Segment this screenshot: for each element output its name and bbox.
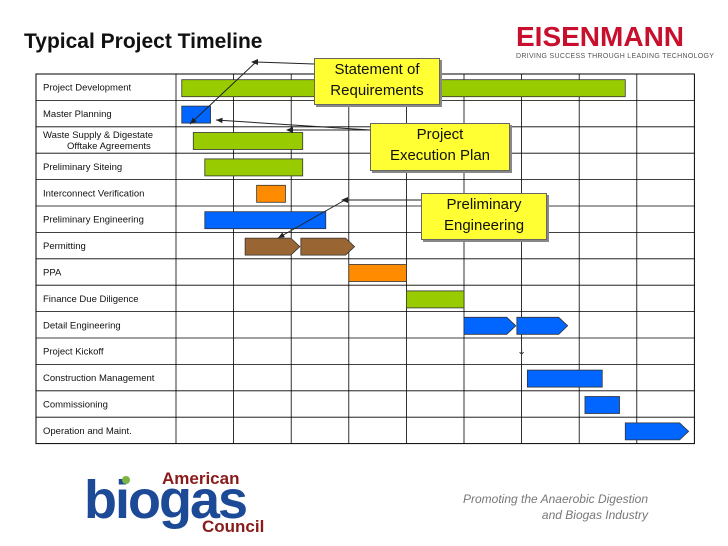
task-bar [181,105,211,124]
task-label: Finance Due Diligence [43,294,139,305]
callout-line: Requirements [330,82,424,99]
callout-line: Statement of [334,61,420,78]
task-arrow [516,316,569,335]
footer-tagline-line: and Biogas Industry [541,508,648,522]
task-bar [584,396,620,414]
task-milestone [519,348,524,355]
task-label: Offtake Agreements [67,141,151,152]
callout-connector-head [286,127,293,133]
callout-connector [277,199,346,239]
task-bar [204,211,327,230]
brand-tagline: DRIVING SUCCESS THROUGH LEADING TECHNOLO… [516,53,715,60]
task-label: Project Kickoff [43,347,104,358]
eisenmann-logo: EISENMANN DRIVING SUCCESS THROUGH LEADIN… [516,21,716,61]
logo-council-text: Council [202,517,265,536]
callout-line: Engineering [443,217,525,234]
american-biogas-council-logo: biogas American Council [84,462,274,542]
task-arrow [300,237,356,256]
page-title: Typical Project Timeline [24,30,263,53]
task-label: Commissioning [43,400,108,411]
task-label: Project Development [43,83,132,94]
task-label: Construction Management [43,373,155,384]
footer-tagline: Promoting the Anaerobic Digestion and Bi… [448,491,648,523]
logo-dot [122,476,130,484]
task-bar [348,264,407,282]
task-label: Permitting [43,241,86,252]
brand-name: EISENMANN [516,21,685,52]
task-bar [204,158,304,177]
task-arrow [244,237,301,256]
callout-connector-head [278,232,285,238]
task-arrow [463,316,517,335]
task-label: Preliminary Siteing [43,162,122,173]
task-bar [405,290,465,309]
callout-connector [189,61,257,125]
task-label: Interconnect Verification [43,188,144,199]
callout-statement-of-requirements: Statement of Requirements [314,58,440,105]
callout-connector [215,119,371,131]
task-bar [526,369,603,388]
task-label: Detail Engineering [43,320,121,331]
task-bar [192,132,304,150]
callout-connector [255,61,315,65]
task-label: Operation and Maint. [43,426,132,437]
logo-american-text: American [162,469,240,488]
task-arrow [624,422,690,441]
callout-line: Execution Plan [389,147,491,164]
footer-tagline-line: Promoting the Anaerobic Digestion [463,492,648,506]
task-label: Master Planning [43,109,112,120]
callout-line: Preliminary [446,196,522,213]
task-bar [256,184,286,203]
task-label: PPA [43,268,62,279]
logo-biogas-text: biogas [84,470,248,530]
task-label: Preliminary Engineering [43,215,144,226]
callout-connector-head [251,59,258,65]
task-label: Waste Supply & Digestate [43,130,153,141]
callout-preliminary-engineering: Preliminary Engineering [421,193,547,240]
callout-connector-head [216,117,223,124]
callout-project-execution-plan: Project Execution Plan [370,123,510,171]
callout-line: Project [416,126,464,143]
callout-connector-head [190,117,197,124]
